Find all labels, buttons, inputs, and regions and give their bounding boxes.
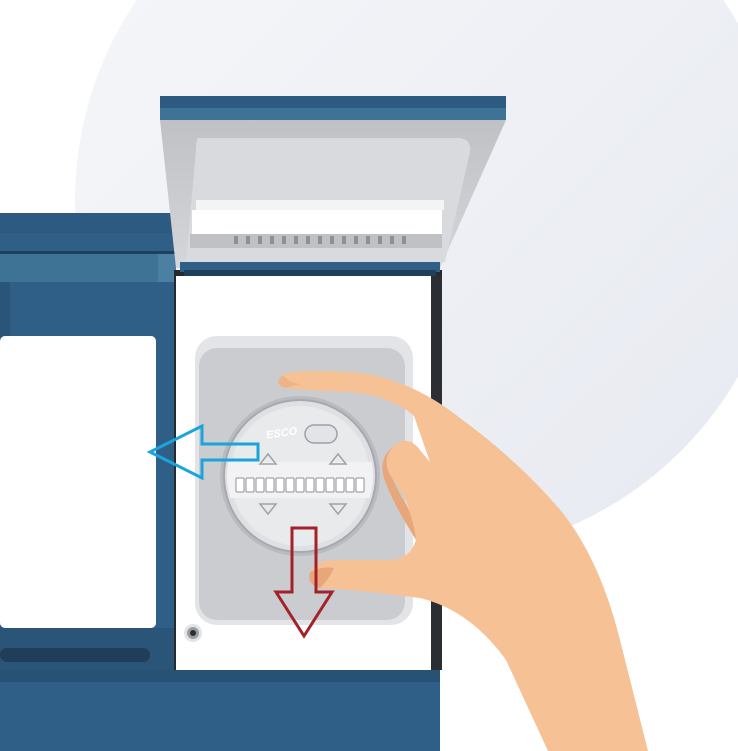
side-window-panel bbox=[0, 336, 156, 628]
lid-vent-slots bbox=[234, 236, 406, 244]
screw-icon bbox=[184, 624, 202, 642]
disc-handle bbox=[305, 425, 337, 443]
